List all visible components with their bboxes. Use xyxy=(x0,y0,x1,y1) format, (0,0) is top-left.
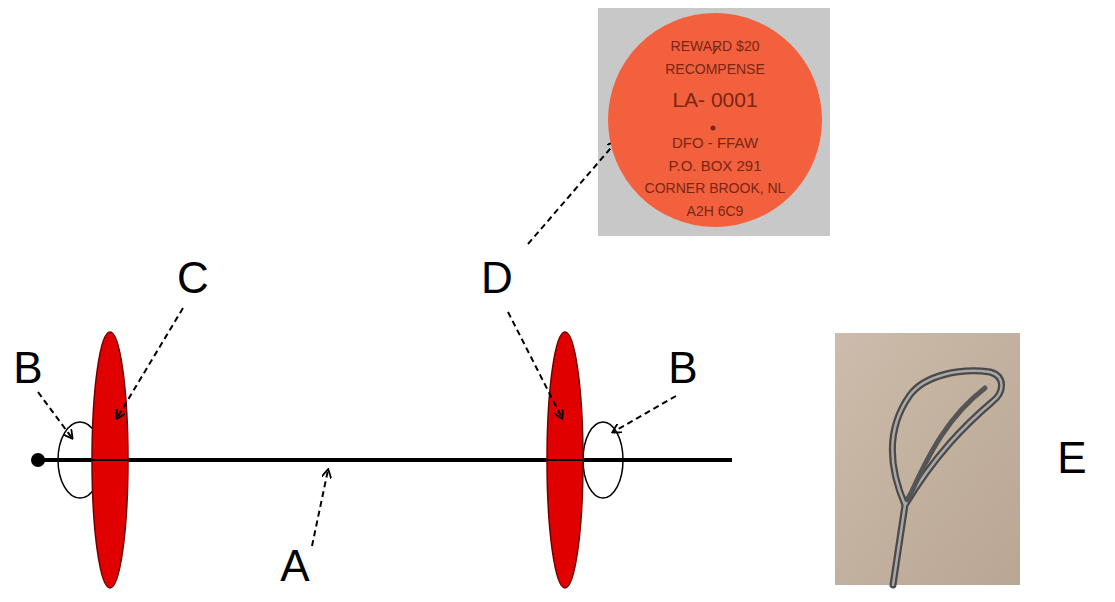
part-letter: B xyxy=(668,346,697,390)
wire-loop xyxy=(583,422,623,498)
tag-text: DFO - FFAW xyxy=(672,135,758,150)
photo-background xyxy=(598,8,830,236)
part-letter: E xyxy=(1057,436,1086,480)
rod xyxy=(38,458,732,462)
wire-loop-photo xyxy=(893,371,1002,585)
part-letter: C xyxy=(177,256,209,300)
red-disc xyxy=(92,332,128,588)
rod xyxy=(92,459,128,461)
part-letter: B xyxy=(13,346,42,390)
tag-text: LA- 0001 xyxy=(672,89,757,110)
reward-tag: REWARD $20RECOMPENSE LA- 0001DFO - FFAW P.… xyxy=(607,12,823,228)
rod-end xyxy=(31,453,45,467)
part-letter: D xyxy=(481,256,513,300)
tag-text: CORNER BROOK, NL xyxy=(645,181,786,195)
tag-text: A2H 6C9 xyxy=(687,204,744,218)
red-disc xyxy=(547,332,583,588)
wire-photo xyxy=(835,333,1020,585)
tag-text: REWARD $20 xyxy=(671,39,760,53)
part-letter: A xyxy=(280,544,309,588)
leader-arrows xyxy=(38,142,676,546)
rod xyxy=(547,459,583,461)
tag-text: P.O. BOX 291 xyxy=(668,158,761,173)
tag-text: RECOMPENSE xyxy=(665,62,765,76)
